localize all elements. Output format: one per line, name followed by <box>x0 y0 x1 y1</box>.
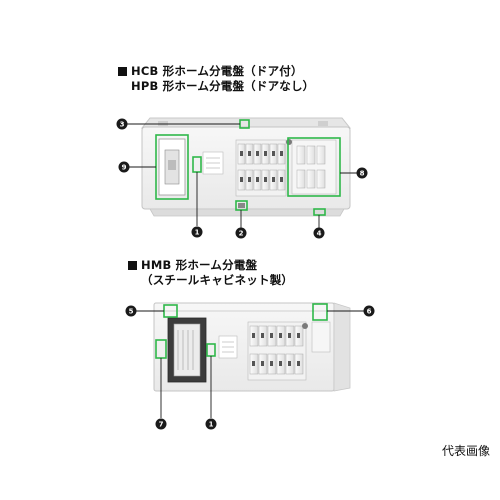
bullet-square-icon <box>118 67 127 76</box>
hcb-heading: HCB 形ホーム分電盤（ドア付） HPB 形ホーム分電盤（ドアなし） <box>118 64 314 94</box>
marker-7: 7 <box>155 418 167 430</box>
marker-6-number: 6 <box>367 308 372 316</box>
branch-breakers-lower <box>247 321 307 381</box>
representative-image-caption: 代表画像 <box>441 444 490 458</box>
marker-2-number: 2 <box>239 230 244 238</box>
marker-3: 3 <box>116 118 128 130</box>
hcb-panel <box>126 117 358 229</box>
hcb-heading-line2: HPB 形ホーム分電盤（ドアなし） <box>131 79 315 93</box>
marker-1-upper: 1 <box>191 226 203 238</box>
marker-8-number: 8 <box>360 170 365 178</box>
marker-9: 9 <box>118 161 130 173</box>
marker-5-number: 5 <box>129 308 134 316</box>
marker-8: 8 <box>356 167 368 179</box>
bullet-square-icon <box>128 261 137 270</box>
hmb-panel <box>136 302 364 418</box>
hcb-heading-line1: HCB 形ホーム分電盤（ドア付） <box>131 64 303 78</box>
marker-4-number: 4 <box>317 230 322 238</box>
hmb-heading-line2: （スチールキャビネット製） <box>141 273 294 287</box>
marker-1-lower: 1 <box>205 418 217 430</box>
marker-2: 2 <box>235 227 247 239</box>
marker-6: 6 <box>363 305 375 317</box>
marker-4: 4 <box>313 227 325 239</box>
marker-7-number: 7 <box>159 421 164 429</box>
hmb-heading-line1: HMB 形ホーム分電盤 <box>141 258 258 272</box>
marker-9-number: 9 <box>122 164 127 172</box>
branch-breakers-upper <box>235 139 287 197</box>
marker-5: 5 <box>125 305 137 317</box>
marker-1-number: 1 <box>195 229 200 237</box>
marker-1-number: 1 <box>209 421 214 429</box>
marker-3-number: 3 <box>120 121 125 129</box>
hmb-heading: HMB 形ホーム分電盤 （スチールキャビネット製） <box>128 258 293 288</box>
